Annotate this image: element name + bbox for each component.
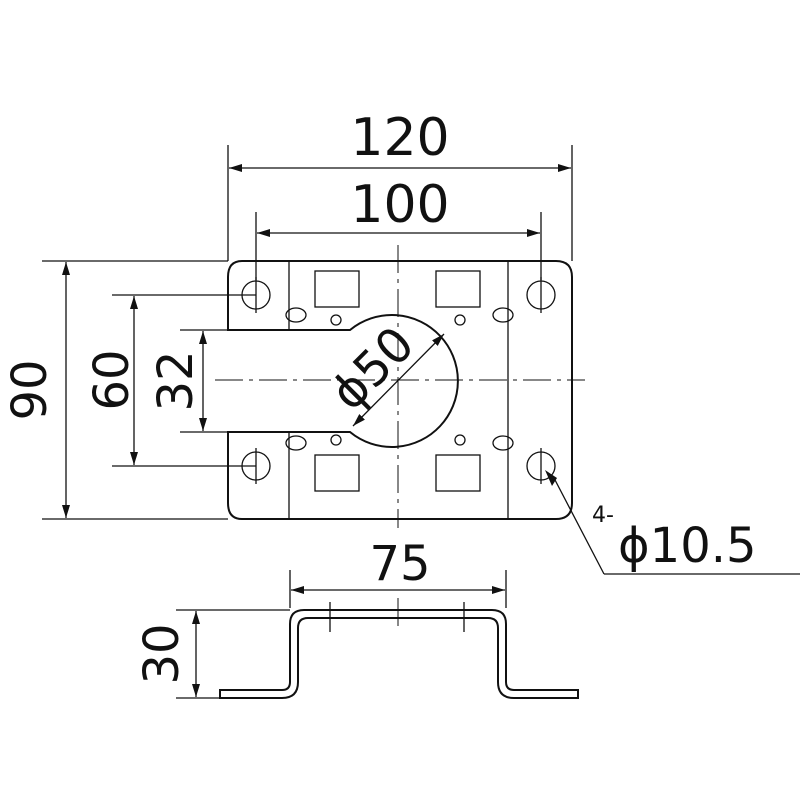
- oval-slot-tr: [492, 307, 514, 323]
- small-hole-2: [454, 314, 466, 326]
- dimension-75: 75: [289, 536, 507, 608]
- small-hole-3: [330, 434, 342, 446]
- mounting-hole-br: [526, 448, 556, 484]
- oval-slot-tl: [285, 307, 307, 323]
- oval-slot-br: [492, 435, 514, 451]
- dimension-100: 100: [255, 175, 542, 280]
- top-view: [215, 245, 585, 528]
- side-bolt-right: [454, 602, 474, 632]
- dimension-hole-callout: 4- ϕ10.5: [545, 470, 800, 575]
- rect-opening-tl: [314, 270, 360, 308]
- plate-outline: [227, 260, 573, 520]
- rect-opening-bl: [314, 454, 360, 492]
- rect-opening-tr: [435, 270, 481, 308]
- dimension-32: 32: [148, 329, 228, 433]
- dimension-60: 60: [84, 294, 256, 467]
- dimension-phi50-label: ϕ50: [320, 316, 425, 421]
- dimension-phi50: ϕ50: [320, 316, 445, 427]
- dimension-90: 90: [2, 260, 228, 520]
- small-hole-1: [330, 314, 342, 326]
- small-hole-4: [454, 434, 466, 446]
- dimension-30-label: 30: [134, 623, 190, 684]
- dimension-32-label: 32: [148, 350, 204, 411]
- hole-diameter-label: ϕ10.5: [618, 518, 757, 574]
- oval-slot-bl: [285, 435, 307, 451]
- dimension-120: 120: [227, 108, 573, 261]
- side-profile: [219, 609, 579, 699]
- dimension-120-label: 120: [350, 108, 449, 168]
- hole-count-label: 4-: [592, 503, 614, 528]
- dimension-100-label: 100: [350, 175, 449, 235]
- side-view: [219, 598, 579, 699]
- dimension-75-label: 75: [369, 536, 430, 592]
- side-bolt-left: [320, 602, 340, 632]
- rect-opening-br: [435, 454, 481, 492]
- dimension-60-label: 60: [84, 349, 140, 410]
- dimension-90-label: 90: [2, 359, 58, 420]
- mounting-hole-tr: [526, 277, 556, 313]
- dimension-30: 30: [134, 609, 290, 699]
